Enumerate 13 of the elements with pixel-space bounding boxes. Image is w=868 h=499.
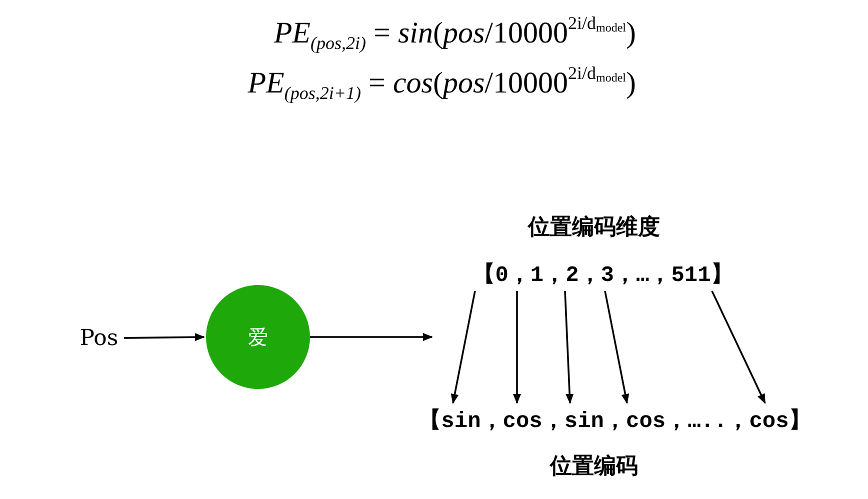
encoding-row: 【sin，cos，sin，cos，…..，cos】 <box>412 405 818 435</box>
arrow <box>450 290 476 404</box>
arrow <box>310 333 433 341</box>
heading-text: 位置编码维度 <box>528 213 660 242</box>
node-text: Pos <box>76 322 122 354</box>
arrow <box>604 290 630 404</box>
arrow <box>124 333 205 342</box>
process-circle: 爱 <box>206 285 310 389</box>
index-row: 【0，1，2，3，…，511】 <box>462 259 744 289</box>
arrow <box>564 290 574 404</box>
caption-text: 位置编码 <box>550 452 638 481</box>
arrow <box>711 290 766 404</box>
arrow <box>513 291 521 404</box>
